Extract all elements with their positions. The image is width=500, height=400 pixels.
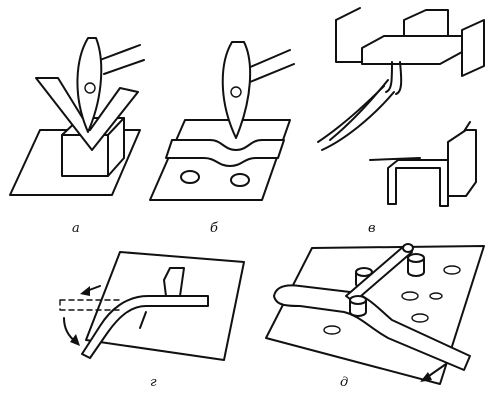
hole-5 [323,325,341,335]
figure-v-vise-bending: в [317,7,485,236]
arrow-2-head [70,334,80,346]
rod-right [230,173,250,187]
hammer-eye-b [230,86,242,98]
formed-bracket [387,159,449,207]
vise-edge-1 [335,7,361,21]
lever-rod-end [402,243,414,253]
bent-sheet [35,77,139,151]
lower-jaw [447,129,477,197]
v-die-side [107,117,125,177]
notch-line [139,311,147,329]
hammer-head-a [76,37,103,133]
bent-bar [273,284,471,371]
hole-1 [401,291,419,301]
figure-a-v-die-bending: а [9,37,145,236]
hole-3 [411,313,429,323]
bracket-edge [369,157,421,161]
label-v: в [368,221,376,236]
arrow-d-head [420,372,432,382]
vise-right-jaw [461,19,485,77]
bending-pin [163,267,185,297]
pin-2-top [407,253,425,263]
figure-g-rod-pin-bending: г [59,251,245,390]
pliers-handle-2 [321,91,395,151]
hammer-handle-b-bottom [249,63,295,83]
hammer-head-b [221,41,252,139]
pliers-handle-3 [329,79,389,141]
hole-4 [429,292,443,300]
hammer-handle-a-bottom [103,59,145,75]
pin-1-top [355,267,373,277]
figure-d-bar-pin-bending: д [265,243,485,390]
arrow-1-head [80,286,90,296]
bent-rod [81,295,209,359]
hammer-handle-b-top [247,49,291,69]
bent-strip [165,139,285,167]
clamped-plate [361,35,463,65]
label-g: г [150,375,157,390]
pin-3-top [349,295,367,305]
hole-2 [443,265,461,275]
bent-strip-v-2 [395,61,403,95]
hammer-eye-a [84,82,96,94]
initial-rod-dashed [59,299,121,311]
label-d: д [340,375,348,390]
label-a: а [72,221,80,236]
hammer-handle-a-top [99,44,141,61]
bent-strip-v [385,61,393,93]
figure-b-rod-bending: б [149,41,295,236]
rod-left [180,170,200,184]
label-b: б [210,221,218,236]
